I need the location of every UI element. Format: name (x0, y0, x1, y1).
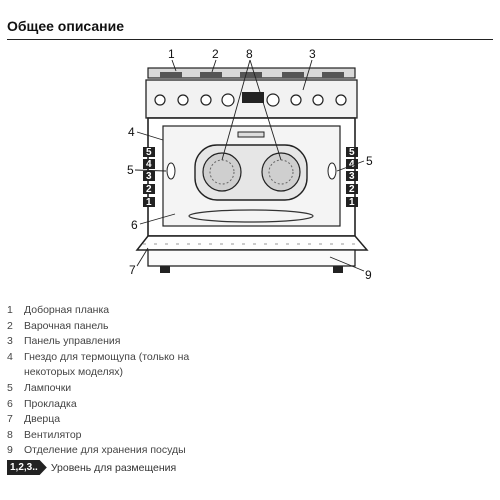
legend-number: 8 (7, 428, 13, 441)
parts-legend: 1 Доборная планка 2 Варочная панель 3 Панел… (7, 303, 487, 459)
bottom-element (188, 209, 314, 223)
legend-text: Варочная панель (24, 319, 109, 332)
shelf-levels-left: 5 4 3 2 1 (143, 147, 155, 208)
fan-left (202, 152, 242, 192)
oven-diagram: 5 4 3 2 1 5 4 3 2 1 1 2 8 3 4 5 5 6 7 (127, 47, 373, 282)
legend-text: Панель управления (24, 335, 121, 348)
hob-burners (160, 72, 344, 78)
legend-number: 5 (7, 381, 13, 394)
callout-2: 2 (212, 47, 219, 61)
level-3-right: 3 (349, 171, 355, 182)
legend-number: 2 (7, 319, 13, 332)
side-lamp-left (166, 162, 176, 180)
title-divider (7, 39, 493, 40)
legend-text: Отделение для хранения посуды (24, 444, 186, 457)
legend-text: Гнездо для термощупа (только на некоторы… (24, 350, 190, 379)
callout-3: 3 (309, 47, 316, 61)
legend-text: Вентилятор (24, 428, 82, 441)
legend-number: 6 (7, 397, 13, 410)
foot-right (333, 266, 343, 273)
shelf-levels-right: 5 4 3 2 1 (346, 147, 358, 208)
legend-text: Доборная планка (24, 304, 110, 316)
legend-text: Дверца (24, 413, 61, 426)
legend-number: 7 (7, 413, 13, 426)
control-knobs (154, 93, 347, 107)
level-5-right: 5 (349, 147, 355, 158)
oven-door (135, 235, 369, 251)
leader-lines (134, 59, 365, 272)
level-4-right: 4 (349, 159, 355, 170)
callout-7: 7 (129, 263, 136, 277)
side-lamp-right (327, 162, 337, 180)
level-note: 1,2,3.. Уровень для размещения (7, 460, 176, 475)
level-1-left: 1 (146, 197, 152, 208)
level-text: Уровень для размещения (50, 461, 177, 474)
level-5-left: 5 (146, 147, 152, 158)
callout-8: 8 (246, 47, 253, 61)
fan-right (261, 152, 301, 192)
foot-left (160, 266, 170, 273)
legend-number: 3 (7, 335, 13, 348)
level-badge: 1,2,3.. (7, 460, 47, 475)
callout-5-right: 5 (366, 154, 373, 168)
level-4-left: 4 (146, 159, 152, 170)
level-1-right: 1 (349, 197, 355, 208)
legend-number: 4 (7, 350, 13, 363)
legend-number: 9 (7, 444, 13, 457)
level-2-right: 2 (349, 184, 355, 195)
callout-9: 9 (365, 268, 372, 282)
legend-item: 4 Гнездо для термощупа (только на некотор… (7, 350, 487, 381)
legend-text: Прокладка (24, 397, 77, 410)
legend-item: 1 Доборная планка (7, 303, 487, 319)
legend-item: 8 Вентилятор (7, 428, 487, 444)
callout-1: 1 (168, 47, 175, 61)
callout-4: 4 (128, 125, 135, 139)
legend-number: 1 (7, 304, 13, 316)
legend-item: 3 Панель управления (7, 334, 487, 350)
storage-drawer (147, 249, 356, 267)
page-title: Общее описание (7, 18, 125, 34)
level-3-left: 3 (146, 171, 152, 182)
legend-item: 2 Варочная панель (7, 319, 487, 335)
callout-5-left: 5 (127, 163, 134, 177)
level-2-left: 2 (146, 184, 152, 195)
legend-text: Лампочки (24, 381, 72, 394)
legend-item: 7 Дверца (7, 412, 487, 428)
legend-item: 5 Лампочки (7, 381, 487, 397)
top-lamp (237, 131, 265, 138)
display-window (242, 92, 264, 103)
legend-item: 9 Отделение для хранения посуды (7, 443, 487, 459)
callout-6: 6 (131, 218, 138, 232)
legend-item: 6 Прокладка (7, 397, 487, 413)
